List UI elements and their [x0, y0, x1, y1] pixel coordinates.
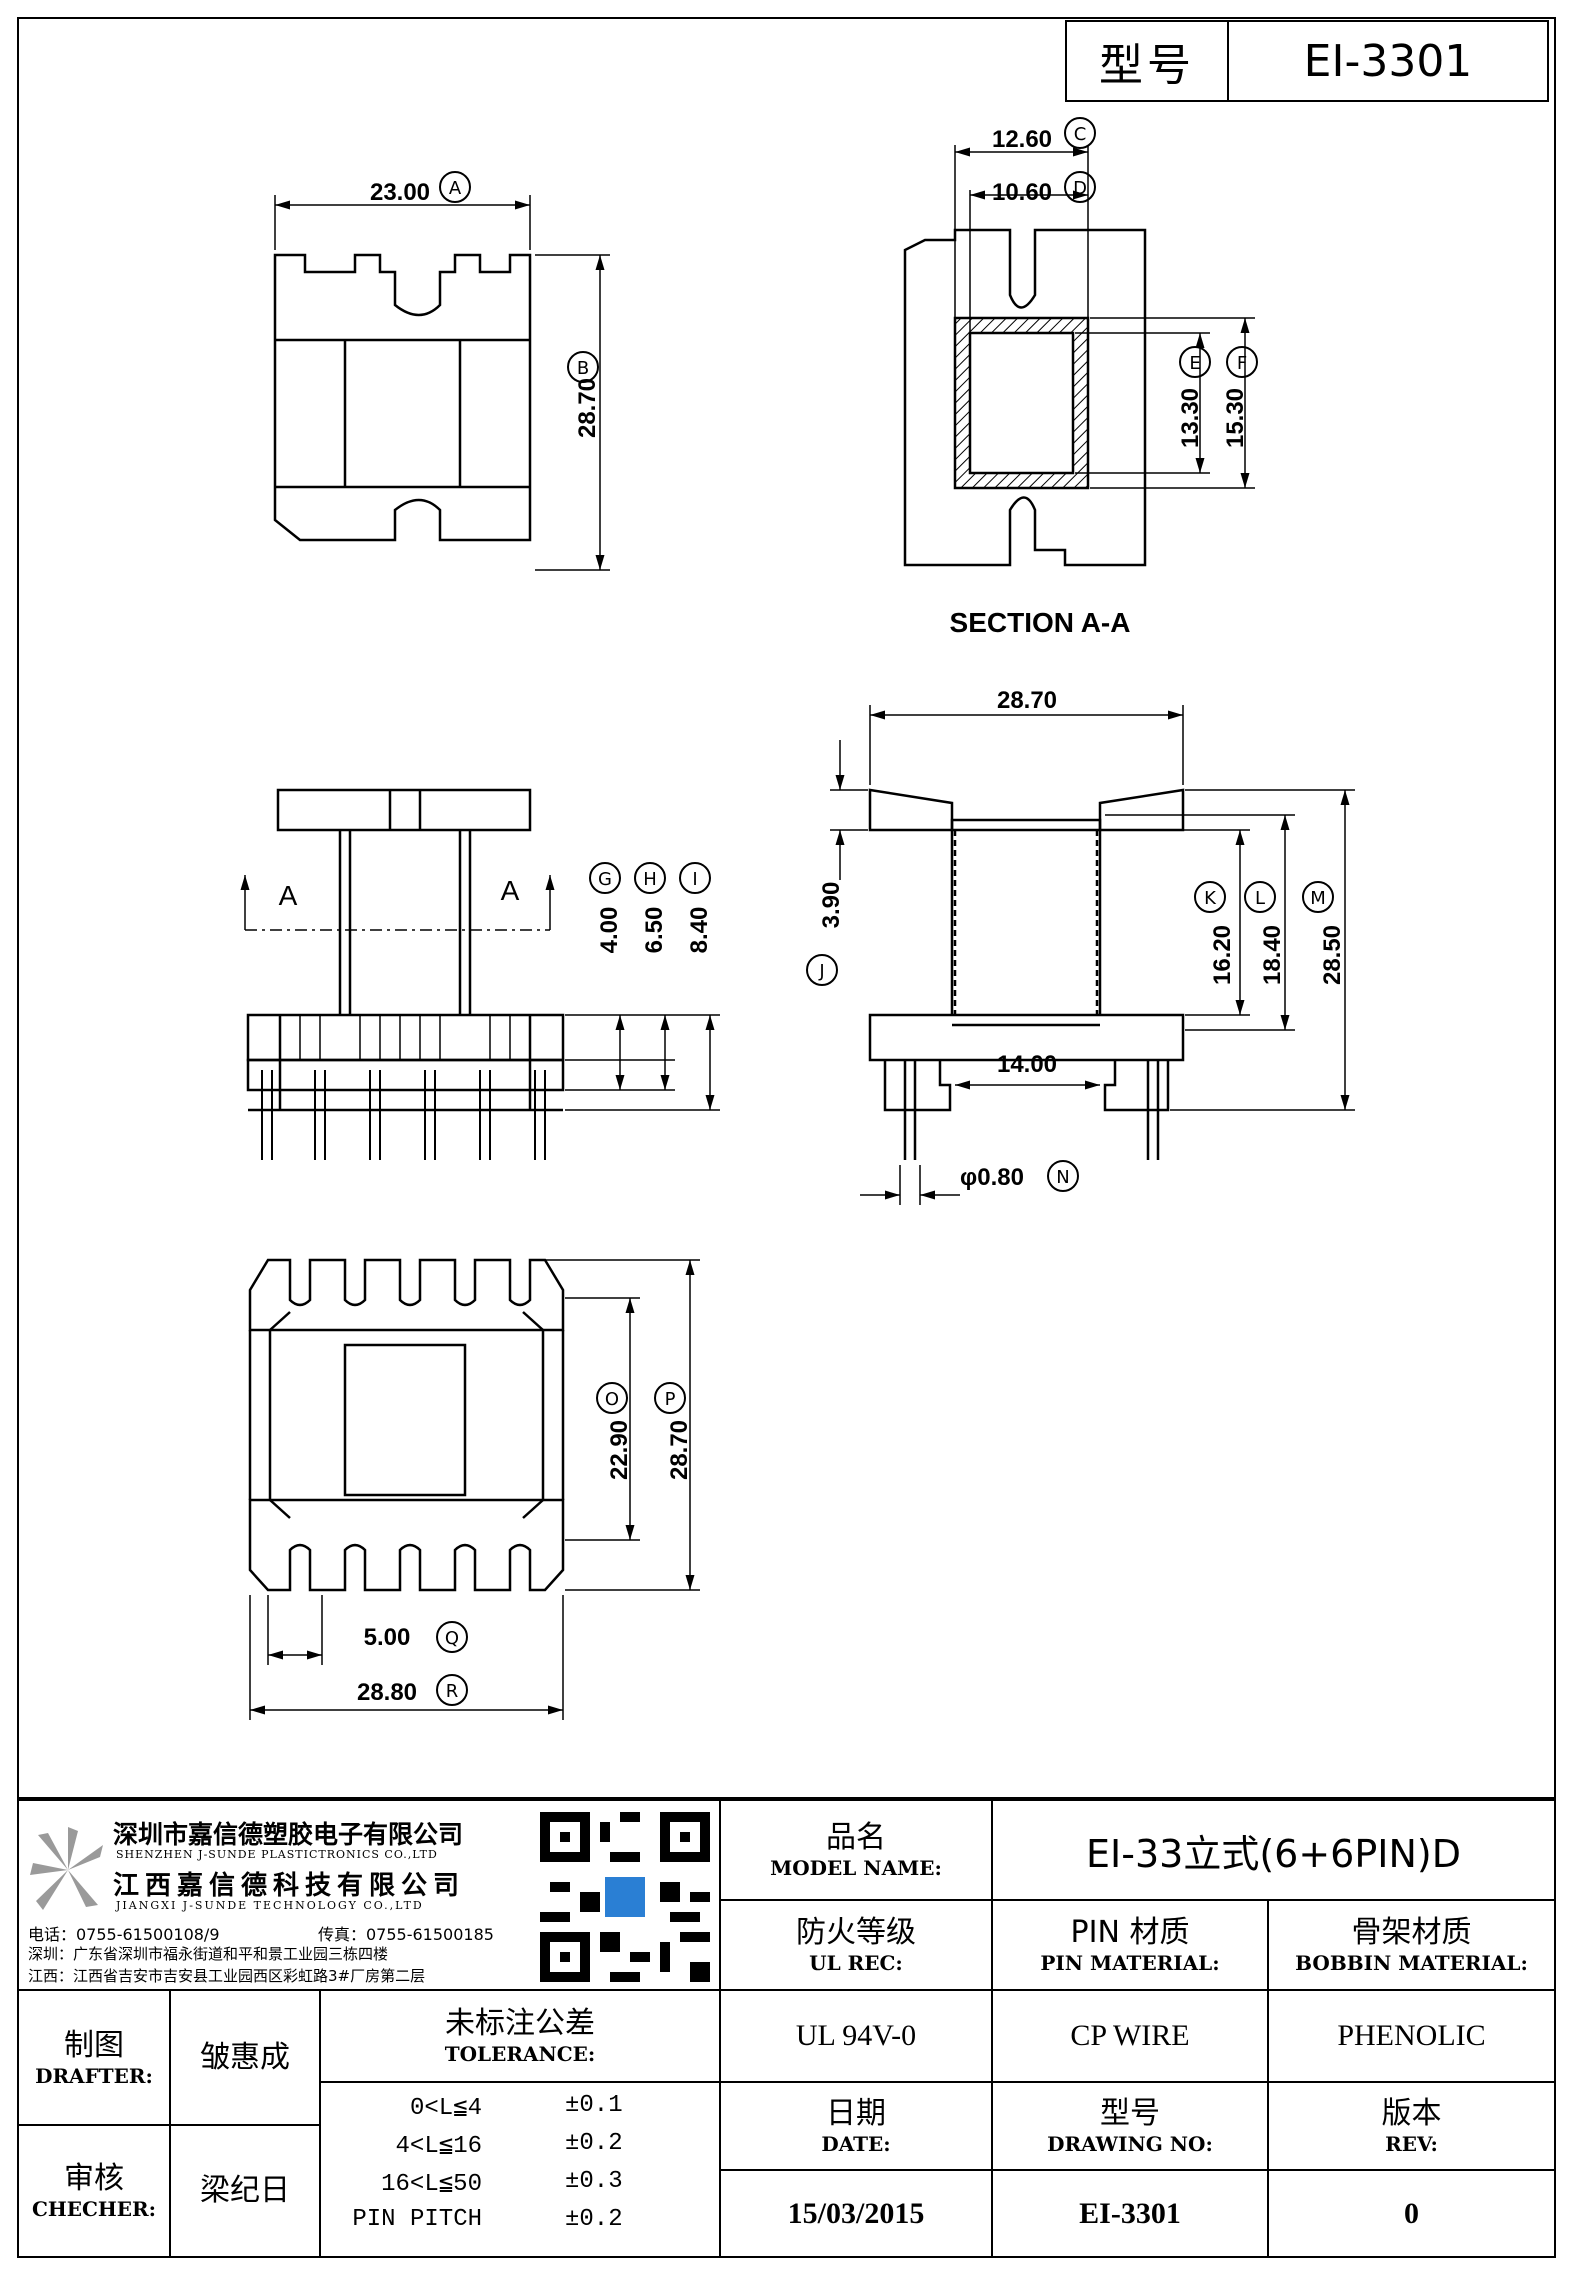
dim-a: 23.00 [370, 179, 430, 206]
svg-text:M: M [1310, 888, 1326, 909]
date-value: 15/03/2015 [787, 2196, 925, 2230]
svg-text:B: B [577, 358, 589, 379]
tolerance-label: 未标注公差 TOLERANCE: [444, 2006, 596, 2066]
tolerance-range: 0<L≦4 [409, 2095, 482, 2122]
dim-d: 10.60 [992, 179, 1052, 206]
svg-text:E: E [1189, 353, 1200, 374]
svg-text:D: D [1073, 178, 1087, 199]
dim-b: 28.70 [574, 378, 601, 438]
dim-inner: 14.00 [997, 1051, 1057, 1078]
company-name-jx-en: JIANGXI J-SUNDE TECHNOLOGY CO.,LTD [116, 1899, 424, 1912]
dim-p: 28.70 [666, 1420, 693, 1480]
bobbin-material-label: 骨架材质 BOBBIN MATERIAL: [1295, 1915, 1528, 1975]
company-logo-icon [30, 1827, 103, 1910]
svg-text:K: K [1204, 888, 1217, 909]
svg-text:I: I [692, 869, 697, 890]
svg-text:F: F [1237, 353, 1247, 374]
company-block: 深圳市嘉信德塑胶电子有限公司 SHENZHEN J-SUNDE PLASTICT… [28, 1815, 548, 1985]
date-label: 日期 DATE: [821, 2096, 891, 2156]
tolerance-value: ±0.1 [565, 2092, 623, 2119]
drafter-value: 皱惠成 [200, 2039, 290, 2075]
drawing-no-label: 型号 DRAWING NO: [1047, 2096, 1213, 2156]
company-name-jx: 江西嘉信德科技有限公司 [113, 1871, 466, 1901]
svg-text:O: O [605, 1389, 619, 1410]
drawing-no-value: EI-3301 [1079, 2196, 1181, 2230]
view-top-left [273, 253, 532, 542]
section-label: SECTION A-A [950, 607, 1131, 638]
ul-label: 防火等级 UL REC: [796, 1915, 916, 1975]
tolerance-range: 16<L≦50 [381, 2171, 482, 2198]
dim-m: 28.50 [1319, 925, 1346, 985]
svg-text:H: H [643, 869, 657, 890]
dim-n: φ0.80 [960, 1164, 1024, 1191]
dim-g: 4.00 [596, 907, 623, 954]
company-name-sz: 深圳市嘉信德塑胶电子有限公司 [113, 1820, 464, 1849]
dim-j: 3.90 [818, 882, 845, 929]
sheet-border [17, 17, 1556, 1799]
model-name-value: EI-33立式(6+6PIN)D [1086, 1831, 1461, 1876]
dim-i: 8.40 [686, 907, 713, 954]
model-header-value: EI-3301 [1303, 35, 1473, 87]
svg-text:Q: Q [445, 1628, 459, 1649]
dim-l: 18.40 [1259, 925, 1286, 985]
tolerance-value: ±0.2 [565, 2130, 623, 2157]
checker-label: 审核 CHECHER: [31, 2161, 157, 2221]
dim-f: 15.30 [1222, 388, 1249, 448]
svg-text:G: G [598, 869, 612, 890]
tolerance-value: ±0.2 [565, 2206, 623, 2233]
svg-text:L: L [1255, 888, 1265, 909]
svg-text:R: R [446, 1681, 459, 1702]
dim-q: 5.00 [364, 1624, 411, 1651]
tolerance-table: 0<L≦4 ±0.1 4<L≦16 ±0.2 16<L≦50 ±0.3 PIN … [320, 2088, 720, 2253]
pin-material-value: CP WIRE [1070, 2019, 1190, 2052]
svg-text:N: N [1056, 1167, 1069, 1188]
svg-text:P: P [665, 1389, 676, 1410]
view-front [868, 788, 1185, 1160]
dim-top-width: 28.70 [997, 687, 1057, 714]
svg-text:J: J [818, 961, 824, 982]
qr-code-icon [540, 1812, 710, 1982]
company-address-sz: 深圳：广东省深圳市福永街道和平和景工业园三栋四楼 [28, 1945, 389, 1963]
view-bottom-plan [248, 1258, 565, 1592]
company-phone: 电话：0755-61500108/9 [28, 1925, 220, 1944]
tolerance-value: ±0.3 [565, 2168, 623, 2195]
bobbin-material-value: PHENOLIC [1337, 2019, 1486, 2052]
dim-r: 28.80 [357, 1679, 417, 1706]
drafter-label: 制图 DRAFTER: [35, 2027, 153, 2088]
dim-k: 16.20 [1209, 925, 1236, 985]
tolerance-range: PIN PITCH [352, 2206, 482, 2233]
view-side-pins [246, 788, 565, 1160]
checker-value: 梁纪日 [200, 2173, 290, 2208]
model-header-label: 型号 [1067, 22, 1229, 100]
company-fax: 传真：0755-61500185 [318, 1925, 494, 1944]
view-section-aa [903, 228, 1147, 567]
model-name-label: 品名 MODEL NAME: [770, 1820, 942, 1880]
model-header: 型号 EI-3301 [1065, 20, 1549, 102]
svg-text:A: A [449, 178, 462, 199]
dim-c: 12.60 [992, 126, 1052, 153]
rev-label: 版本 REV: [1381, 2096, 1442, 2156]
pin-material-label: PIN 材质 PIN MATERIAL: [1040, 1915, 1220, 1975]
tolerance-range: 4<L≦16 [395, 2133, 482, 2160]
dim-h: 6.50 [641, 907, 668, 954]
company-address-jx: 江西：江西省吉安市吉安县工业园西区彩虹路3#厂房第二层 [28, 1967, 426, 1985]
svg-text:C: C [1074, 124, 1087, 145]
section-marker-right: A [501, 875, 520, 906]
section-marker-left: A [279, 880, 298, 911]
technical-drawing: A B C D E F G H I J K L M N O P Q R 23.00 28.70 1… [17, 17, 1556, 1799]
company-name-sz-en: SHENZHEN J-SUNDE PLASTICTRONICS CO.,LTD [116, 1848, 438, 1861]
dim-o: 22.90 [606, 1420, 633, 1480]
dim-e: 13.30 [1177, 388, 1204, 448]
rev-value: 0 [1404, 2196, 1419, 2230]
ul-value: UL 94V-0 [795, 2019, 917, 2052]
